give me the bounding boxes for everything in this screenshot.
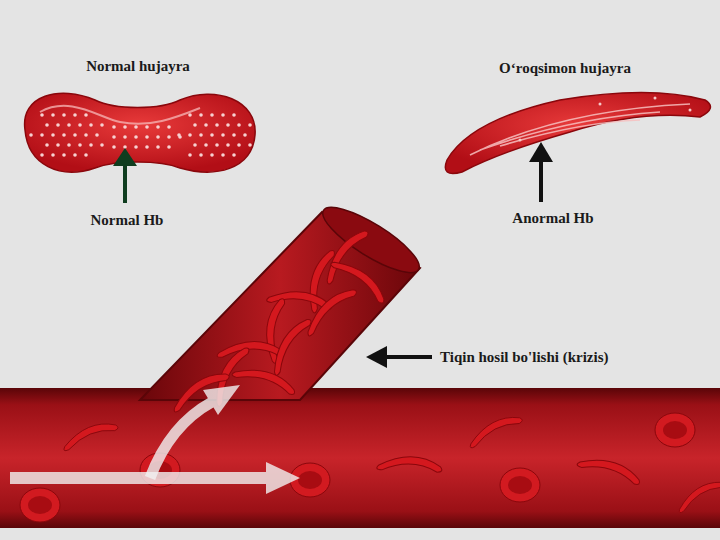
hb-dot	[78, 143, 82, 147]
hb-dot	[84, 153, 88, 157]
hb-dot	[89, 123, 93, 127]
hb-dot	[73, 113, 77, 117]
hb-dot	[221, 153, 225, 157]
hb-dot	[215, 143, 219, 147]
hb-dot	[123, 125, 127, 129]
hb-dot	[29, 133, 33, 137]
hb-dot	[134, 125, 138, 129]
hb-dot	[112, 145, 116, 149]
hb-dot	[237, 143, 241, 147]
hb-dot	[156, 145, 160, 149]
hb-dot	[67, 123, 71, 127]
hb-dot	[156, 125, 160, 129]
hb-dot	[215, 123, 219, 127]
hb-dot	[232, 153, 236, 157]
hb-dot	[232, 113, 236, 117]
hb-dot	[40, 133, 44, 137]
callout-label: Normal Hb	[91, 211, 164, 229]
hb-dot	[204, 143, 208, 147]
cell-title: Normal hujayra	[86, 57, 190, 75]
cell-highlight	[40, 106, 200, 124]
hb-dot	[145, 125, 149, 129]
hb-dot	[243, 133, 247, 137]
hb-dot	[226, 123, 230, 127]
clot-cells	[167, 227, 388, 413]
hb-dot	[112, 125, 116, 129]
hb-dot	[167, 135, 171, 139]
hb-dot	[199, 153, 203, 157]
pointer-arrow	[113, 148, 137, 203]
hb-dot	[156, 135, 160, 139]
pointer-arrow	[366, 346, 432, 368]
hb-dot	[134, 135, 138, 139]
hb-dot	[221, 113, 225, 117]
hb-dot	[248, 123, 252, 127]
hb-dot	[188, 113, 192, 117]
hb-dot	[67, 143, 71, 147]
blood-vessel	[0, 388, 720, 528]
hb-dot	[84, 113, 88, 117]
hb-dot	[73, 133, 77, 137]
hb-dot	[145, 145, 149, 149]
hb-dot	[45, 143, 49, 147]
hb-dot	[45, 123, 49, 127]
hb-dot	[40, 153, 44, 157]
hb-dot	[145, 135, 149, 139]
hb-dot	[100, 123, 104, 127]
hb-dot	[226, 143, 230, 147]
hb-dot	[221, 133, 225, 137]
hb-dot	[210, 133, 214, 137]
hb-dot	[112, 135, 116, 139]
hb-dot	[193, 123, 197, 127]
hb-dot	[248, 143, 252, 147]
hb-dot	[188, 153, 192, 157]
hb-dot	[56, 123, 60, 127]
hb-dot	[84, 133, 88, 137]
callout-label: Anormal Hb	[512, 209, 593, 227]
hb-dot	[78, 123, 82, 127]
hb-dot	[62, 133, 66, 137]
hb-fibers	[470, 104, 690, 155]
hb-dot	[134, 145, 138, 149]
cell-title: O‘roqsimon hujayra	[499, 59, 631, 77]
normal-cell	[25, 93, 256, 172]
hb-dot	[210, 153, 214, 157]
hb-dot	[210, 113, 214, 117]
hb-dot	[199, 133, 203, 137]
callout-label: Tiqin hosil bo'lishi (krizis)	[440, 348, 609, 366]
hb-dot	[89, 143, 93, 147]
hb-dot	[100, 143, 104, 147]
hb-dot	[51, 113, 55, 117]
normal-hb-dots	[29, 113, 252, 157]
hb-dot	[199, 113, 203, 117]
hb-dot	[51, 133, 55, 137]
hb-dot	[232, 133, 236, 137]
hb-dot	[40, 113, 44, 117]
hb-dot	[62, 113, 66, 117]
hb-dot	[237, 123, 241, 127]
hb-dot	[188, 133, 192, 137]
hb-dot	[95, 133, 99, 137]
sickle-cell	[445, 93, 710, 174]
hb-dot	[204, 123, 208, 127]
hb-dot	[178, 135, 182, 139]
sickle-dots	[519, 97, 692, 142]
hb-dot	[123, 135, 127, 139]
hb-dot	[56, 143, 60, 147]
hb-dot	[167, 145, 171, 149]
hb-dot	[167, 125, 171, 129]
flow-arrow	[150, 385, 240, 478]
hb-dot	[73, 153, 77, 157]
hb-dot	[51, 153, 55, 157]
vessel-cells	[20, 413, 720, 522]
hb-dot	[62, 153, 66, 157]
pointer-arrow	[529, 142, 553, 202]
hb-dot	[193, 143, 197, 147]
